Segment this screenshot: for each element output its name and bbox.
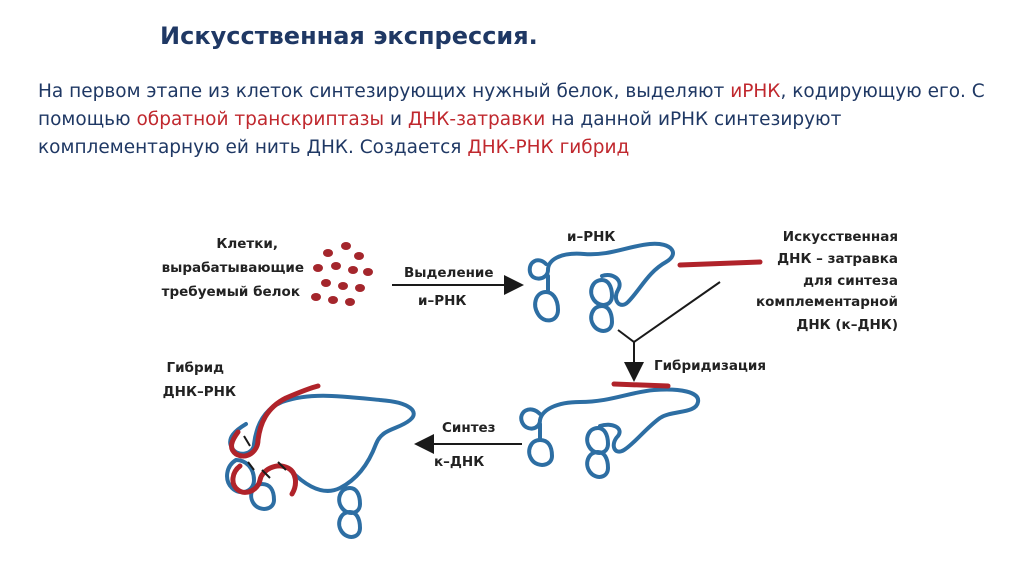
hybrid-label-line-2: ДНК–РНК xyxy=(163,384,236,400)
mrna-primer-complex xyxy=(519,381,701,479)
paragraph-text-4: на данной иРНК синтезируют комплементарн… xyxy=(38,109,842,158)
highlight-irnk: иРНК xyxy=(730,81,781,102)
extraction-label-line-1: Выделение xyxy=(404,265,494,281)
cells-cluster xyxy=(311,242,373,306)
primer-label-line-4: комплементарной xyxy=(756,294,898,310)
hybrid-label-line-1: Гибрид xyxy=(166,360,224,376)
paragraph-text-1: На первом этапе из клеток синтезирующих … xyxy=(38,81,731,102)
highlight-hybrid: ДНК-РНК гибрид xyxy=(467,137,630,158)
extraction-label-line-2: и–РНК xyxy=(418,293,466,309)
hybridization-label: Гибридизация xyxy=(654,358,766,374)
cells-label-line-1: Клетки, xyxy=(216,236,278,252)
cells-label-line-2: вырабатывающие xyxy=(162,260,304,276)
cells-label-line-3: требуемый белок xyxy=(162,284,300,300)
synthesis-label-line-1: Синтез xyxy=(442,420,496,436)
primer-label-line-1: Искусственная xyxy=(783,229,898,245)
primer-label: Искусственная ДНК – затравка для синтеза… xyxy=(756,229,898,333)
merge-lines xyxy=(617,281,721,344)
primer-label-line-2: ДНК – затравка xyxy=(777,251,898,267)
synthesis-label-line-2: к–ДНК xyxy=(434,454,484,470)
primer-label-line-5: ДНК (к–ДНК) xyxy=(796,317,898,333)
paragraph-text-2: , кодирующую его. С помощью xyxy=(38,81,985,130)
primer-label-line-3: для синтеза xyxy=(803,273,898,289)
highlight-reverse-transcriptase: обратной транскриптазы xyxy=(136,109,385,130)
highlight-primer: ДНК-затравки xyxy=(407,109,546,130)
description-paragraph: На первом этапе из клеток синтезирующих … xyxy=(38,78,1008,162)
mrna-label: и–РНК xyxy=(567,229,615,245)
slide-title: Искусственная экспрессия. xyxy=(160,22,538,50)
cells-label: Клетки, вырабатывающие требуемый белок xyxy=(162,236,304,300)
primer-strand xyxy=(677,259,763,268)
paragraph-text-3: и xyxy=(384,109,408,130)
mrna-molecule xyxy=(527,241,675,333)
dna-rna-hybrid xyxy=(225,383,416,539)
